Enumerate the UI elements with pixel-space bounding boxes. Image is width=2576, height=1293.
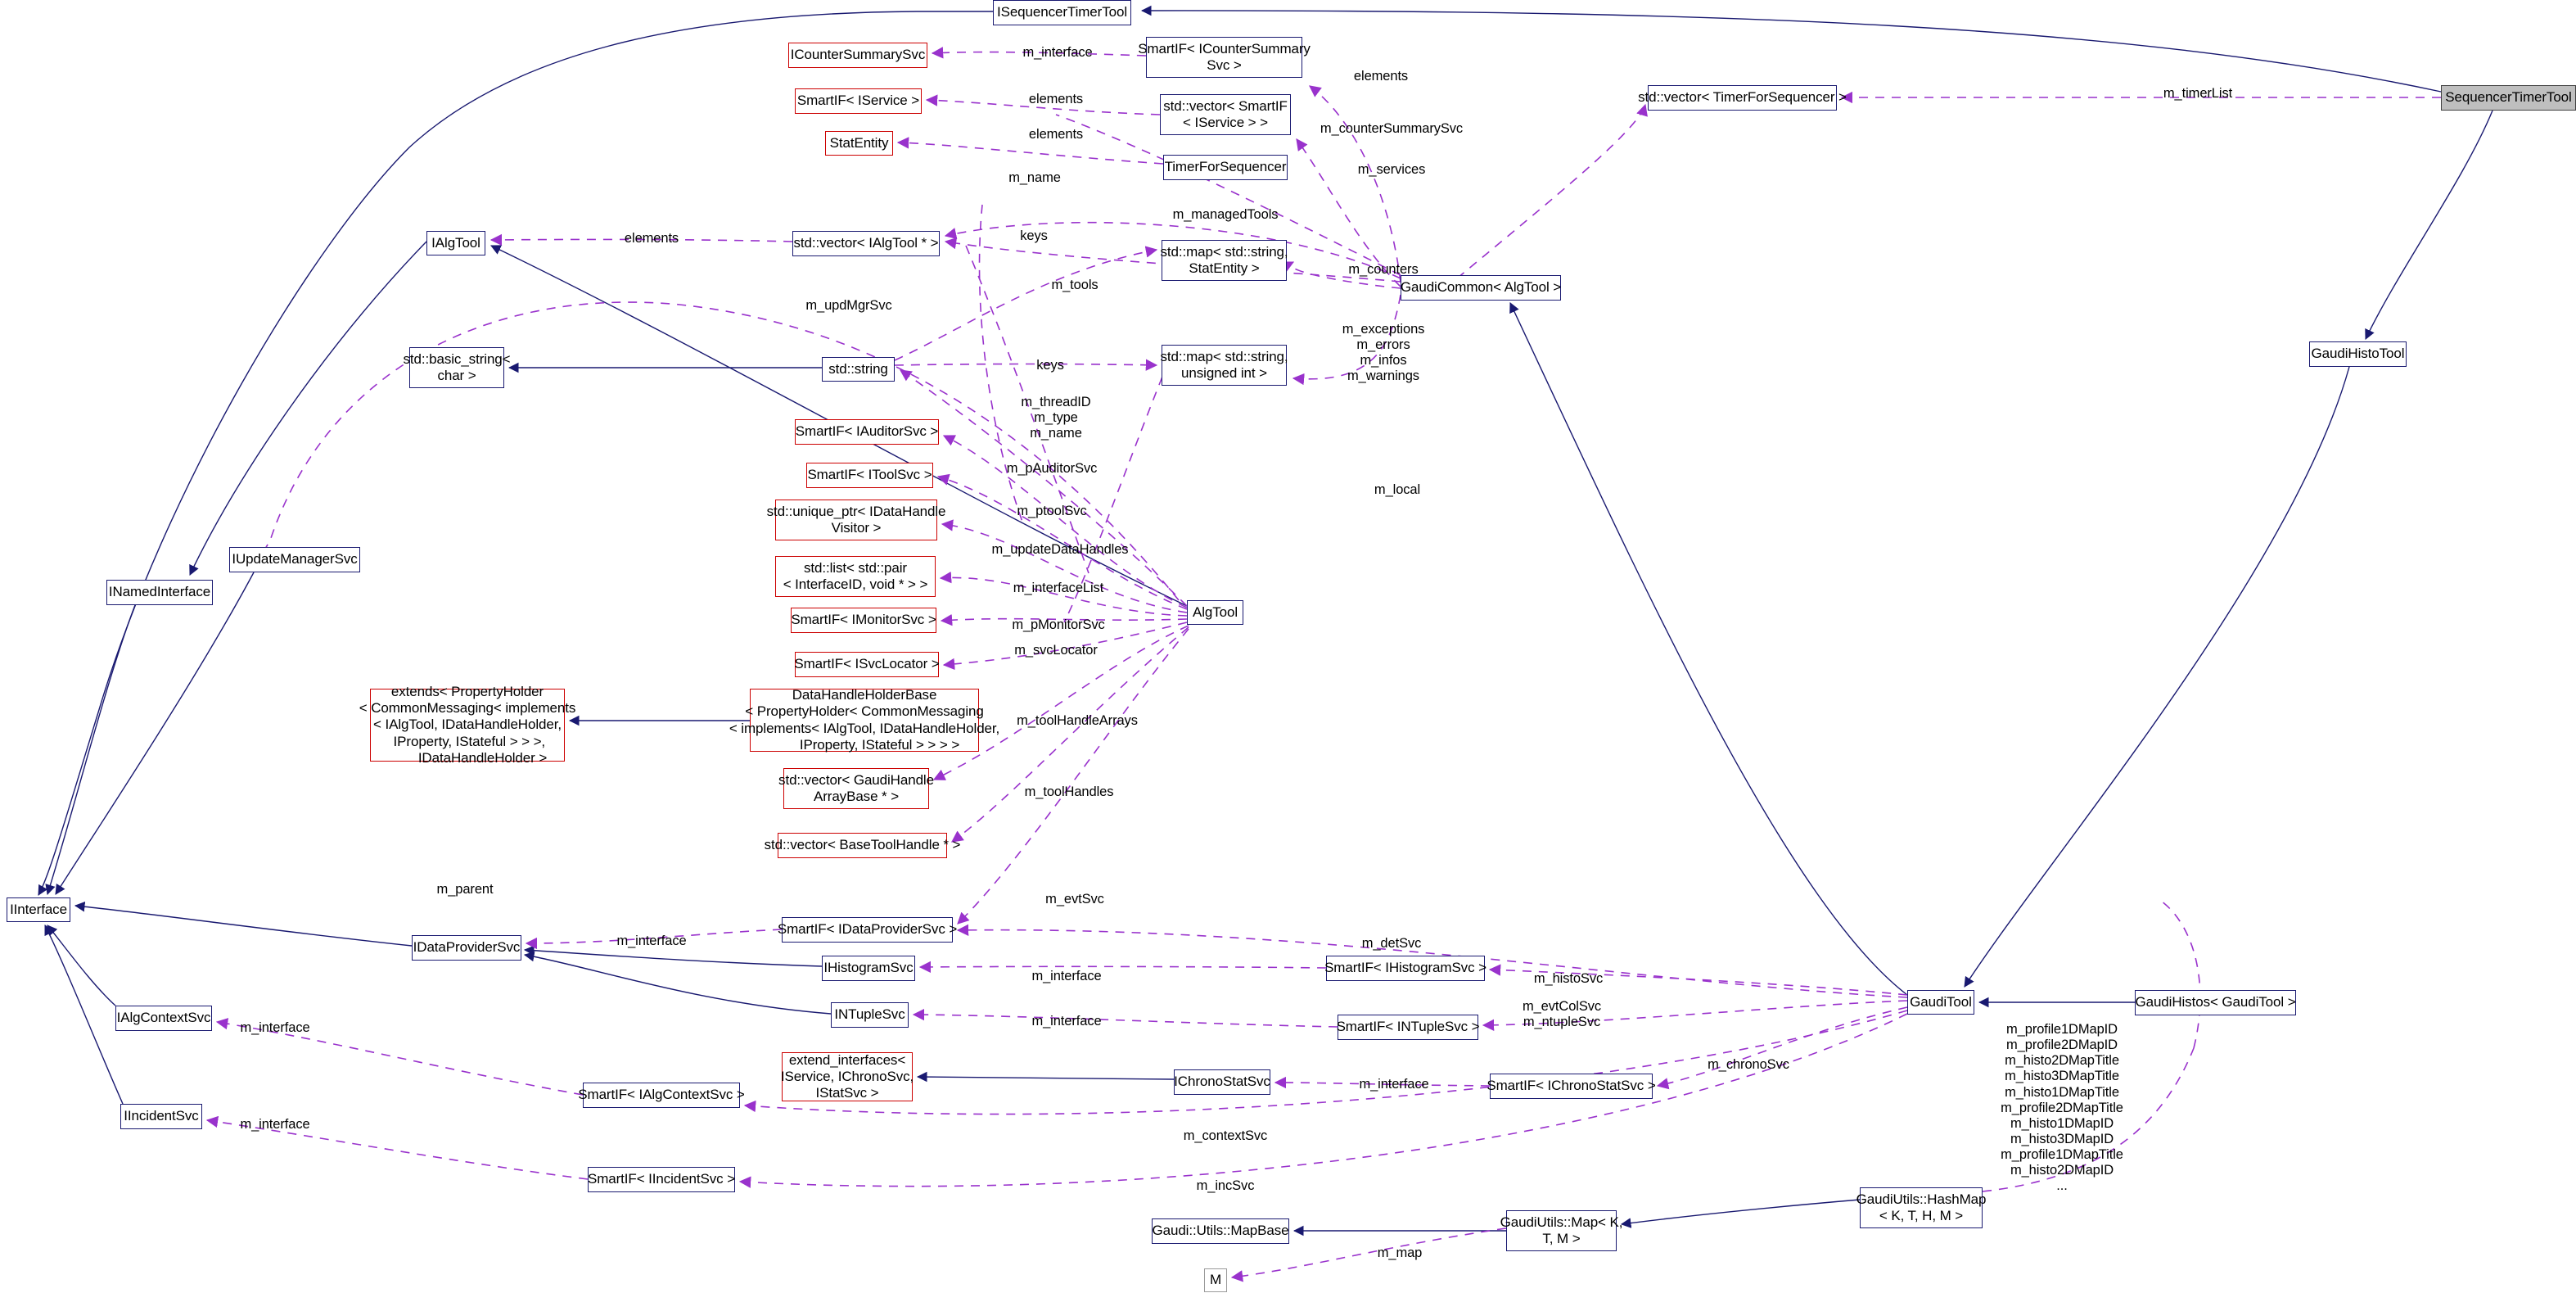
class-node-smartif_iservice[interactable]: SmartIF< IService > <box>795 88 922 114</box>
class-node-isequencertimertool[interactable]: ISequencerTimerTool <box>993 0 1131 25</box>
edge-label: elements <box>1028 92 1084 106</box>
edge-label: m_interface <box>240 1117 310 1132</box>
edge-label: m_interface <box>1031 1014 1102 1029</box>
edge-label: m_interface <box>240 1020 310 1035</box>
edge-label: m_exceptions m_errors m_infos m_warnings <box>1342 322 1425 384</box>
class-node-basic_string_char[interactable]: std::basic_string< char > <box>404 347 511 388</box>
class-node-ihistogramsvc[interactable]: IHistogramSvc <box>822 956 915 981</box>
class-node-vector_timerforsequencer[interactable]: std::vector< TimerForSequencer > <box>1638 85 1847 111</box>
class-node-namedinterface[interactable]: INamedInterface <box>106 580 213 605</box>
edge-label: m_interface <box>1031 969 1102 983</box>
edge-label: m_detSvc <box>1361 936 1422 951</box>
edge-label: m_interface <box>1022 45 1093 60</box>
edge-label: m_toolHandles <box>1024 784 1114 799</box>
edge-label: m_interface <box>616 934 687 948</box>
edge-label: m_histoSvc <box>1533 971 1604 986</box>
edge-label: m_interfaceList <box>1013 581 1104 595</box>
edge-label: m_threadID m_type m_name <box>1021 395 1091 441</box>
class-node-vector_basetoolhandle[interactable]: std::vector< BaseToolHandle * > <box>765 833 960 858</box>
edge-label: m_tools <box>1051 278 1099 292</box>
edge-label: m_profile1DMapID m_profile2DMapID m_hist… <box>2001 1022 2123 1194</box>
class-node-ialgcontextsvc[interactable]: IAlgContextSvc <box>115 1006 212 1031</box>
edge-label: m_pAuditorSvc <box>1006 461 1098 476</box>
class-node-smartif_intuplesvc[interactable]: SmartIF< INTupleSvc > <box>1337 1015 1480 1040</box>
edge-label: m_parent <box>436 882 494 897</box>
class-node-std_string[interactable]: std::string <box>822 357 895 382</box>
class-node-gaudi_utils_mapbase[interactable]: Gaudi::Utils::MapBase <box>1152 1218 1289 1244</box>
edge-label: m_ptoolSvc <box>1017 504 1087 518</box>
class-node-gauditool[interactable]: GaudiTool <box>1907 990 1974 1015</box>
class-node-intuplesvc[interactable]: INTupleSvc <box>831 1002 909 1028</box>
edge-label: m_counters <box>1348 262 1419 277</box>
edge-label: elements <box>1028 127 1084 142</box>
edge-label: elements <box>1353 69 1409 84</box>
class-node-ichronostatsvc[interactable]: IChronoStatSvc <box>1174 1069 1270 1095</box>
class-node-smartif_isvclocator[interactable]: SmartIF< ISvcLocator > <box>794 652 940 677</box>
class-node-m[interactable]: M <box>1204 1268 1227 1292</box>
edge-label: m_map <box>1377 1246 1423 1260</box>
edge-label: m_timerList <box>2163 86 2233 101</box>
class-node-gaudiutils_map[interactable]: GaudiUtils::Map< K, T, M > <box>1500 1210 1622 1251</box>
edge-label: m_evtSvc <box>1045 892 1104 906</box>
edge-label: m_toolHandleArrays <box>1017 713 1138 728</box>
edge-label: m_incSvc <box>1196 1178 1255 1193</box>
class-node-iinterface[interactable]: IInterface <box>7 897 70 922</box>
edge-label: m_managedTools <box>1172 207 1279 222</box>
class-node-smartif_iauditorsvc[interactable]: SmartIF< IAuditorSvc > <box>795 419 939 445</box>
edge-label: m_interface <box>1359 1077 1429 1092</box>
edge-label: m_evtColSvc m_ntupleSvc <box>1522 999 1602 1030</box>
edge-label: m_chronoSvc <box>1708 1057 1789 1072</box>
class-node-smartif_itoolsvc[interactable]: SmartIF< IToolSvc > <box>806 463 933 488</box>
class-node-gaudiutils_hashmap[interactable]: GaudiUtils::HashMap < K, T, H, M > <box>1856 1187 1986 1228</box>
class-node-ialgtool[interactable]: IAlgTool <box>426 231 485 255</box>
class-node-icountersummarysvc[interactable]: ICounterSummarySvc <box>788 43 927 68</box>
edge-label: m_contextSvc <box>1183 1128 1268 1143</box>
edge-label: m_services <box>1357 162 1426 177</box>
class-node-map_string_uint[interactable]: std::map< std::string, unsigned int > <box>1160 345 1288 386</box>
class-node-vector_smartif_iservice[interactable]: std::vector< SmartIF < IService > > <box>1160 94 1291 135</box>
class-node-iupdatemanagersvc[interactable]: IUpdateManagerSvc <box>229 547 360 572</box>
class-node-statentity[interactable]: StatEntity <box>825 131 893 156</box>
class-node-extend_interfaces_ichrono[interactable]: extend_interfaces< IService, IChronoSvc,… <box>780 1051 914 1101</box>
edge-label: m_pMonitorSvc <box>1012 617 1105 632</box>
class-node-gaudicommon_algtool[interactable]: GaudiCommon< AlgTool > <box>1401 275 1561 301</box>
class-node-datahandleholderbase[interactable]: DataHandleHolderBase < PropertyHolder< C… <box>729 687 1000 753</box>
edge-label: m_svcLocator <box>1014 643 1098 658</box>
class-node-map_string_statentity[interactable]: std::map< std::string, StatEntity > <box>1160 240 1288 281</box>
edge-label: m_updateDataHandles <box>991 542 1129 557</box>
class-node-vector_ialgtool_ptr[interactable]: std::vector< IAlgTool * > <box>792 231 940 256</box>
class-node-gaudihistos_gauditool[interactable]: GaudiHistos< GaudiTool > <box>2135 990 2296 1015</box>
class-node-list_pair_interfaceid[interactable]: std::list< std::pair < InterfaceID, void… <box>775 556 936 597</box>
class-node-idataprovidersvc[interactable]: IDataProviderSvc <box>412 935 521 961</box>
class-node-smartif_ichronostatsvc[interactable]: SmartIF< IChronoStatSvc > <box>1487 1074 1656 1099</box>
class-node-algtool[interactable]: AlgTool <box>1187 600 1243 625</box>
class-node-timerforsequencer[interactable]: TimerForSequencer <box>1163 155 1288 180</box>
class-node-smartif_iincidentsvc[interactable]: SmartIF< IIncidentSvc > <box>588 1167 735 1192</box>
class-node-sequencertimertool[interactable]: SequencerTimerTool <box>2441 85 2576 111</box>
edge-label: m_local <box>1374 482 1421 497</box>
class-node-gaudihistotool[interactable]: GaudiHistoTool <box>2309 341 2407 367</box>
edge-label: m_counterSummarySvc <box>1320 121 1464 136</box>
edge-label: elements <box>624 231 679 246</box>
class-node-smartif_imonitorsvc[interactable]: SmartIF< IMonitorSvc > <box>791 608 936 633</box>
class-node-vector_gaudihandlearraybase[interactable]: std::vector< GaudiHandle ArrayBase * > <box>778 768 934 809</box>
class-node-smartif_icountersummarysvc[interactable]: SmartIF< ICounterSummary Svc > <box>1138 37 1311 78</box>
class-node-smartif_ialgcontextsvc[interactable]: SmartIF< IAlgContextSvc > <box>578 1083 745 1108</box>
class-node-smartif_idataprovidersvc[interactable]: SmartIF< IDataProviderSvc > <box>778 917 957 943</box>
class-node-extends_propertyholder[interactable]: extends< PropertyHolder < CommonMessagin… <box>359 684 576 766</box>
edge-label: keys <box>1020 228 1048 243</box>
class-node-unique_ptr_idatahandlevisitor[interactable]: std::unique_ptr< IDataHandle Visitor > <box>767 500 946 540</box>
edge-label: keys <box>1036 358 1064 373</box>
edge-label: m_name <box>1008 170 1061 185</box>
class-node-smartif_ihistogramsvc[interactable]: SmartIF< IHistogramSvc > <box>1324 956 1487 981</box>
class-node-iincidentsvc[interactable]: IIncidentSvc <box>120 1104 202 1129</box>
edge-label: m_updMgrSvc <box>805 298 892 313</box>
